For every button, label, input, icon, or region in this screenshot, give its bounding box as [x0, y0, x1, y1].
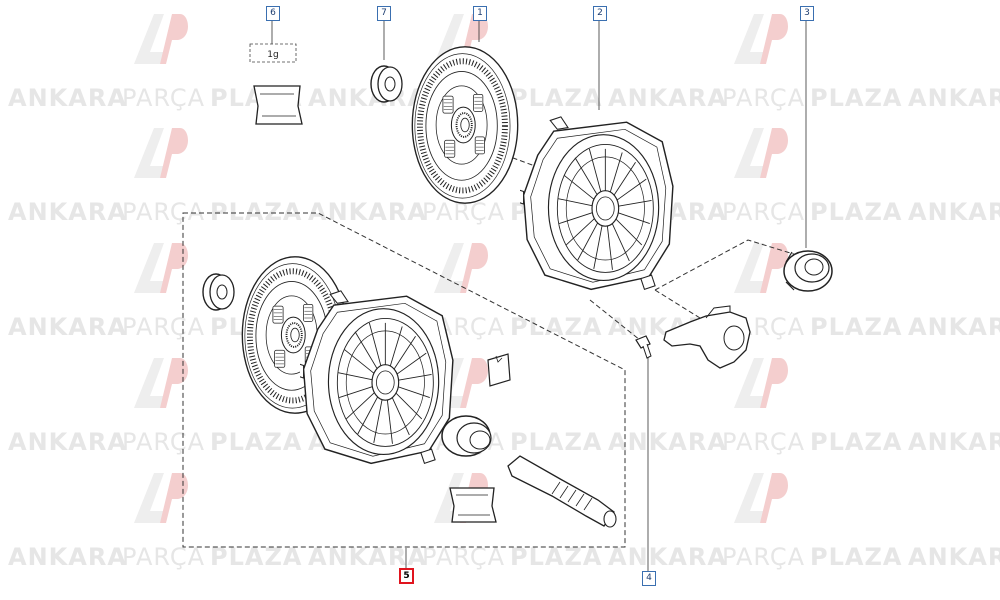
watermark-ankara: ANKARA [908, 313, 1000, 341]
watermark-plaza: PLAZA [210, 428, 303, 456]
watermark-parca: PARÇA [122, 198, 206, 226]
bolt-icon [635, 335, 652, 359]
watermark-parca: PARÇA [122, 313, 206, 341]
watermark-plaza: PLAZA [510, 84, 603, 112]
watermark-ankara: ANKARA [8, 428, 127, 456]
watermark-plaza: PLAZA [210, 198, 303, 226]
watermark-parca: PARÇA [122, 428, 206, 456]
watermark-plaza: PLAZA [810, 198, 903, 226]
alignment-shaft-icon [507, 455, 617, 528]
watermark-ankara: ANKARA [8, 198, 127, 226]
watermark-parca: PARÇA [722, 428, 806, 456]
watermark-plaza: PLAZA [810, 84, 903, 112]
callout-3[interactable]: 3 [800, 6, 814, 21]
watermark-plaza: PLAZA [510, 543, 603, 571]
watermark-parca: PARÇA [122, 84, 206, 112]
watermark-plaza: PLAZA [510, 313, 603, 341]
pressure-plate-icon [520, 116, 674, 291]
watermark-plaza: PLAZA [810, 428, 903, 456]
instruction-leaflet-icon [487, 353, 511, 387]
watermark-ankara: ANKARA [8, 543, 127, 571]
watermark-parca: PARÇA [422, 543, 506, 571]
callout-2[interactable]: 2 [593, 6, 607, 21]
watermark-ankara: ANKARA [908, 198, 1000, 226]
watermark-plaza: PLAZA [810, 543, 903, 571]
watermark-ankara: ANKARA [8, 84, 127, 112]
watermark-parca: PARÇA [722, 84, 806, 112]
watermark-row: ANKARA PARÇA PLAZA ANKARA PARÇA PLAZA AN… [0, 543, 1000, 573]
release-fork-icon [663, 305, 751, 369]
watermark-parca: PARÇA [722, 198, 806, 226]
grease-sachet-icon [249, 43, 303, 125]
watermark-ankara: ANKARA [608, 543, 727, 571]
watermark-ankara: ANKARA [8, 313, 127, 341]
watermark-parca: PARÇA [122, 543, 206, 571]
grease-quantity-label: 1g [267, 50, 278, 60]
grease-sachet-icon [449, 487, 497, 523]
watermark-ankara: ANKARA [608, 84, 727, 112]
callout-5-selected[interactable]: 5 [399, 568, 414, 584]
release-bearing-icon [441, 415, 492, 457]
watermark-ankara: ANKARA [308, 84, 427, 112]
watermark-ankara: ANKARA [308, 198, 427, 226]
release-bearing-icon [783, 250, 833, 292]
watermark-plaza: PLAZA [810, 313, 903, 341]
clutch-disc-icon [412, 47, 517, 203]
washer-icon [202, 273, 235, 311]
watermark-plaza: PLAZA [210, 543, 303, 571]
watermark-ankara: ANKARA [908, 543, 1000, 571]
watermark-ankara: ANKARA [608, 428, 727, 456]
watermark-ankara: ANKARA [908, 84, 1000, 112]
watermark-plaza: PLAZA [510, 428, 603, 456]
callout-6[interactable]: 6 [266, 6, 280, 21]
washer-icon [370, 65, 403, 103]
callout-7[interactable]: 7 [377, 6, 391, 21]
callout-1[interactable]: 1 [473, 6, 487, 21]
watermark-ankara: ANKARA [908, 428, 1000, 456]
callout-4[interactable]: 4 [642, 571, 656, 586]
watermark-parca: PARÇA [722, 543, 806, 571]
callout-leader-lines [271, 20, 807, 571]
